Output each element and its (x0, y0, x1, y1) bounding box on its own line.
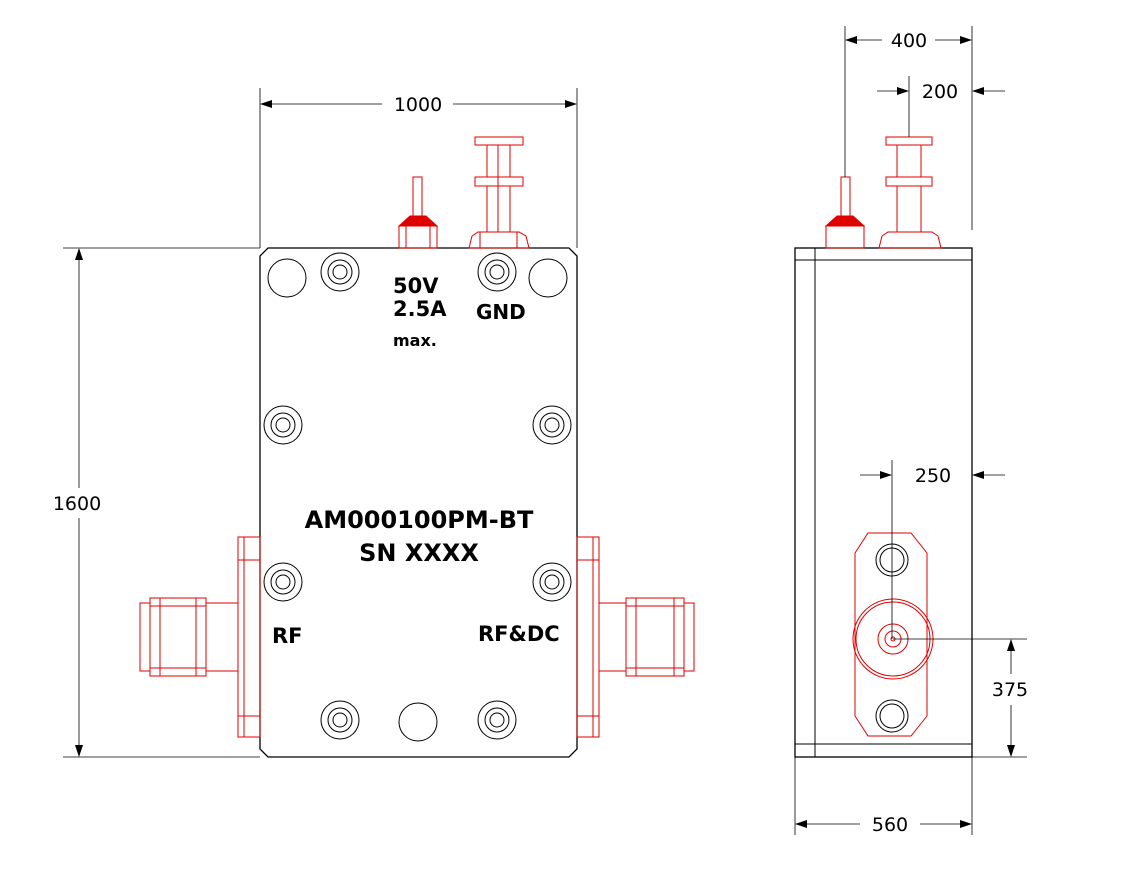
side-dimensions (794, 26, 1027, 835)
front-body-outline (259, 247, 578, 758)
voltage-label: 50V (393, 274, 439, 298)
hole-plain (398, 702, 438, 742)
side-gnd-terminal (878, 136, 942, 249)
depth-dimension: 560 (872, 814, 908, 836)
side-body-outline (794, 247, 973, 758)
hole-screw (477, 700, 517, 740)
hole-plain (528, 258, 568, 298)
gnd-terminal (468, 136, 530, 249)
front-view: 50V 2.5A max. GND AM000100PM-BT SN XXXX … (139, 136, 695, 758)
hole-screw (532, 562, 572, 602)
hole-screw (320, 700, 360, 740)
hole-screw (532, 405, 572, 445)
dc-pin (397, 176, 439, 249)
rf-dc-port-label: RF&DC (478, 622, 560, 646)
current-label: 2.5A (393, 297, 447, 321)
front-dimensions (63, 88, 578, 758)
rf-connector-left (139, 536, 261, 738)
gnd-label: GND (476, 300, 526, 324)
mounting-holes (263, 252, 572, 742)
hole-screw (477, 252, 517, 292)
gnd-offset-dimension: 200 (922, 81, 958, 103)
side-dc-pin (824, 176, 866, 249)
rf-port-label: RF (272, 624, 303, 648)
height-dimension: 1600 (53, 493, 101, 515)
side-view (794, 136, 973, 758)
side-rf-connector (852, 532, 934, 737)
serial-label: SN XXXX (359, 539, 479, 567)
hole-screw (320, 252, 360, 292)
rf-connector-right (576, 536, 695, 738)
hole-screw (263, 405, 303, 445)
pin-offset-dimension: 400 (891, 30, 927, 52)
connector-height-dimension: 375 (992, 679, 1028, 701)
model-label: AM000100PM-BT (305, 506, 534, 534)
width-dimension: 1000 (394, 94, 442, 116)
connector-offset-dimension: 250 (915, 465, 951, 487)
hole-screw (263, 562, 303, 602)
hole-plain (267, 258, 307, 298)
max-label: max. (393, 331, 437, 350)
